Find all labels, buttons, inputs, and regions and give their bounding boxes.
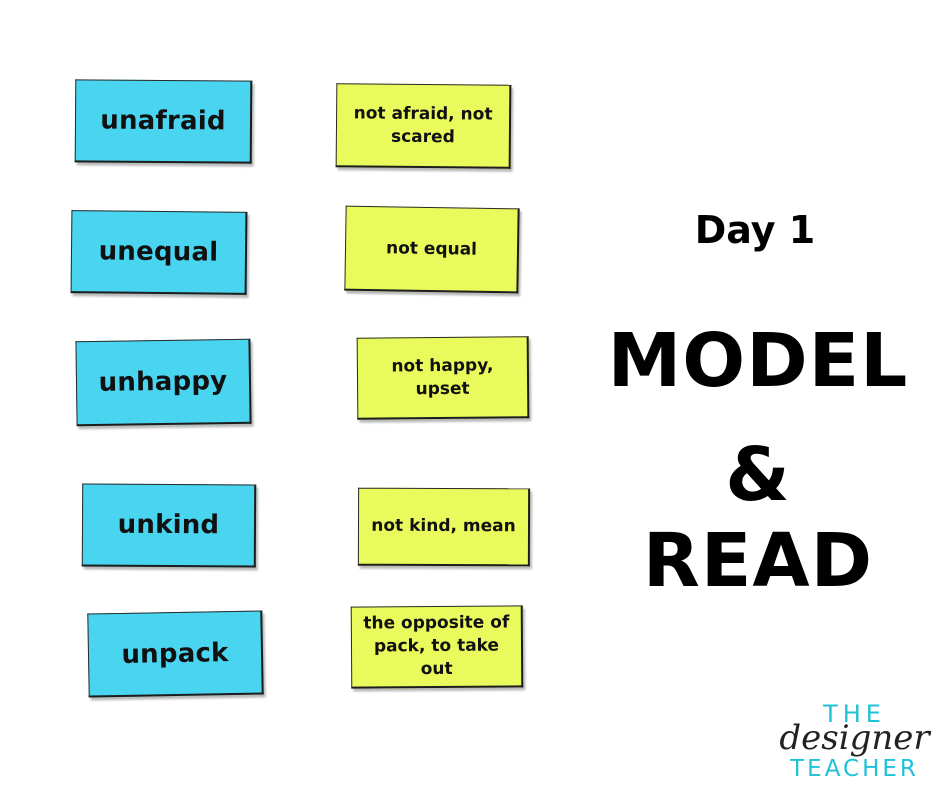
- word-card-label: unafraid: [100, 105, 226, 137]
- title-line-and-read: & READ: [642, 432, 874, 604]
- definition-line: not happy, upset: [391, 355, 494, 399]
- word-card-unequal: unequal: [70, 210, 248, 295]
- definition-line: not afraid, not: [353, 102, 493, 125]
- definition-card-unkind: not kind, mean: [357, 487, 531, 567]
- word-card-label: unequal: [98, 236, 219, 268]
- definition-line: not equal: [385, 237, 478, 260]
- definition-line: pack, to take out: [373, 635, 500, 680]
- word-card-unkind: unkind: [81, 483, 257, 568]
- definition-card-unequal: not equal: [344, 205, 520, 294]
- word-card-label: unhappy: [98, 366, 228, 398]
- word-card-label: unpack: [121, 637, 229, 670]
- word-card-unhappy: unhappy: [75, 338, 252, 427]
- title-line-model: MODEL: [607, 318, 909, 404]
- word-card-label: unkind: [117, 509, 220, 541]
- word-card-unafraid: unafraid: [74, 79, 253, 164]
- day-heading: Day 1: [694, 208, 816, 252]
- designer-teacher-logo: THE designer TEACHER: [772, 700, 937, 785]
- definition-line: not kind, mean: [371, 515, 516, 537]
- definition-card-unhappy: not happy, upset: [356, 336, 530, 420]
- logo-word-the: THE: [823, 700, 886, 728]
- definition-card-unpack: the opposite of pack, to take out: [350, 605, 524, 689]
- definition-line: scared: [390, 126, 455, 147]
- word-card-unpack: unpack: [87, 610, 264, 698]
- logo-word-teacher: TEACHER: [790, 756, 919, 782]
- definition-card-unafraid: not afraid, not scared: [335, 83, 512, 169]
- logo-word-designer: designer: [779, 718, 930, 758]
- definition-line: the opposite of: [363, 612, 510, 634]
